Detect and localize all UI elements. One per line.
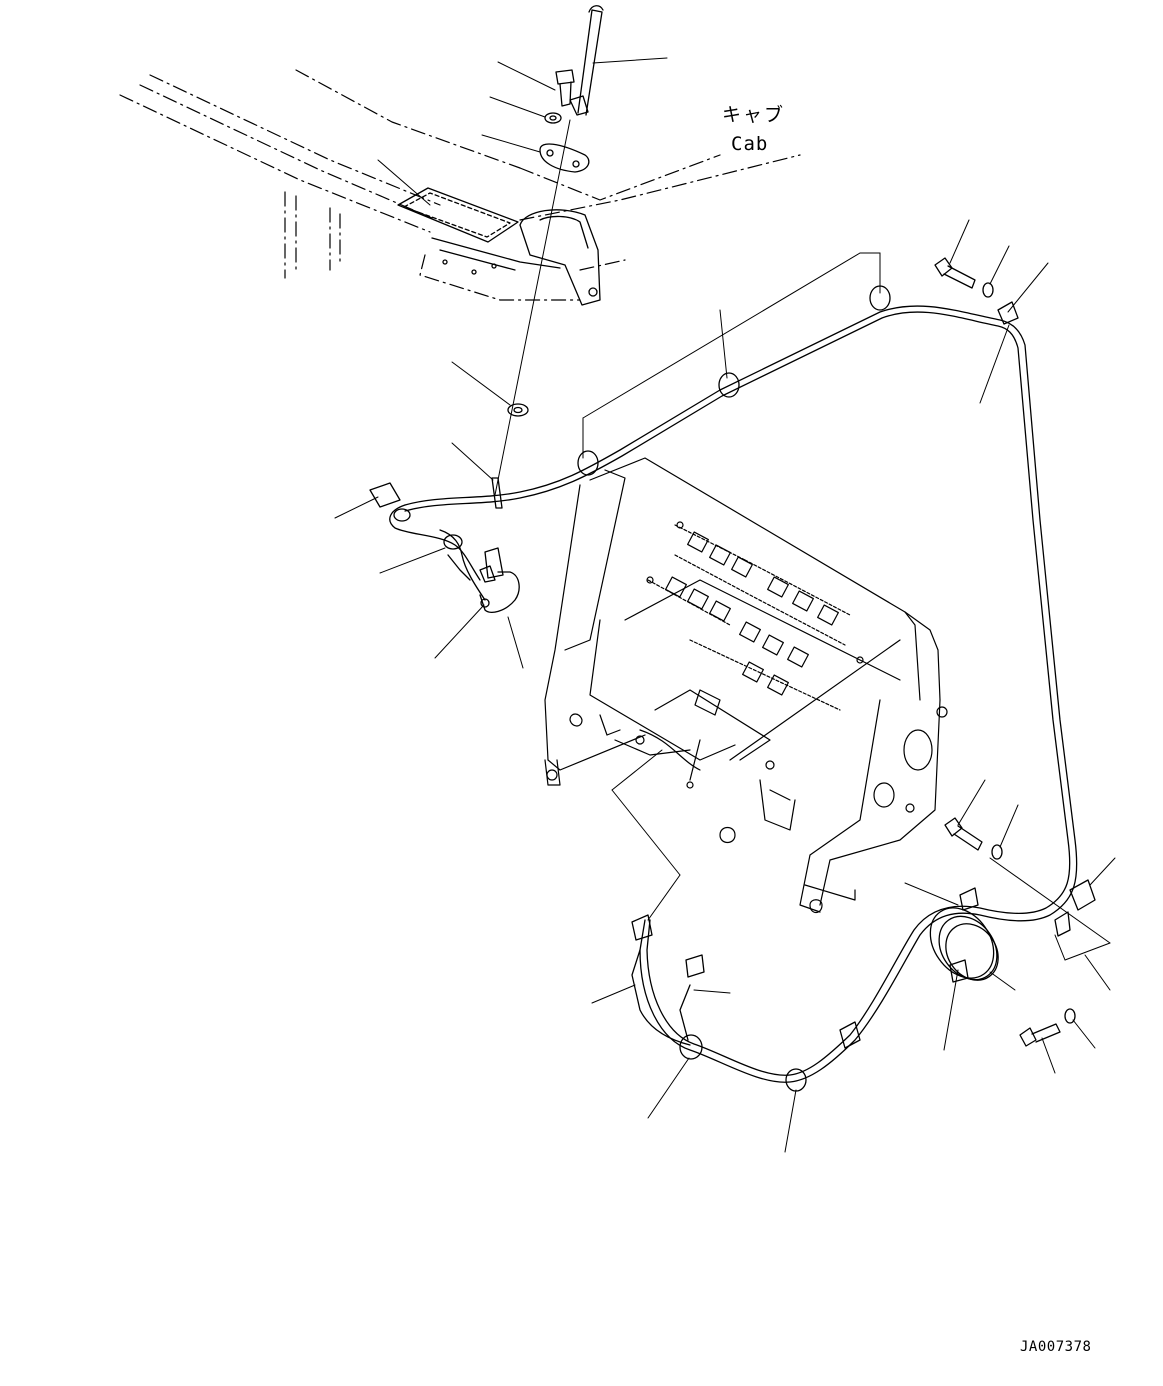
- leader-lines: [334, 57, 1116, 1153]
- antenna-assembly: [479, 5, 604, 583]
- cab-label-japanese: キャブ: [722, 104, 786, 126]
- cab-label-english: Cab: [731, 133, 769, 155]
- fasteners: [934, 257, 1076, 1047]
- cover-plate: [397, 187, 519, 243]
- cab-frame: [119, 69, 801, 301]
- drawing-code: JA007378: [1020, 1339, 1092, 1355]
- controller-box: [544, 457, 948, 914]
- wire-harness: [369, 285, 1096, 1092]
- antenna-bracket: [431, 209, 601, 306]
